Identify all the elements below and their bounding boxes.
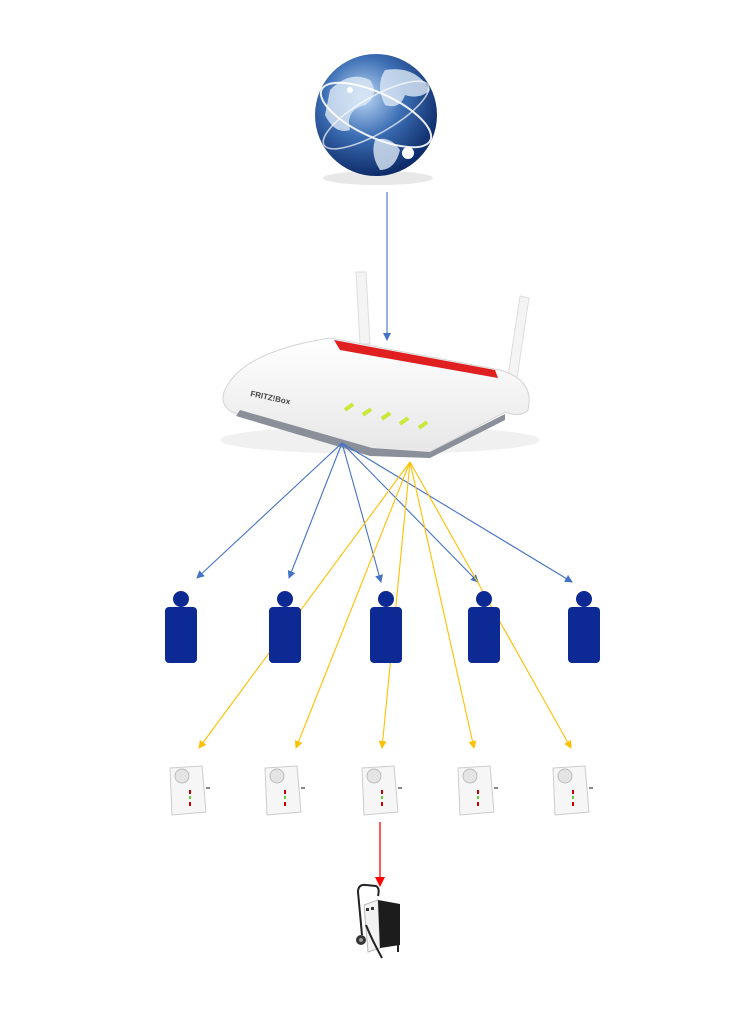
links [196, 192, 573, 887]
sensor-icon [568, 591, 600, 663]
router-icon: FRITZ!Box [220, 271, 540, 458]
dect-link-arrow [409, 461, 572, 749]
wifi-link-arrow [196, 442, 343, 579]
wifi-link-arrow [341, 442, 383, 583]
status-leds [343, 402, 429, 430]
dehumidifier-icon [356, 883, 400, 959]
wifi-link-arrow [287, 442, 343, 579]
smart-plug-icon [457, 765, 498, 816]
sensor-icon [269, 591, 301, 663]
sensor-icon [468, 591, 500, 663]
wifi-link-arrow [341, 442, 573, 583]
smart-plug-icon [552, 765, 593, 816]
wifi-link-arrow [341, 442, 479, 583]
dect-link-arrow [198, 461, 411, 749]
dect-link-arrow [409, 461, 477, 749]
dect-link-arrow [294, 461, 411, 749]
smart-plug-icon [169, 765, 210, 816]
dect-link-arrow [378, 461, 411, 749]
sensor-icon [370, 591, 402, 663]
globe-icon [315, 54, 437, 185]
sensor-icon [165, 591, 197, 663]
smart-plug-icon [361, 765, 402, 816]
smart-plug-icon [264, 765, 305, 816]
